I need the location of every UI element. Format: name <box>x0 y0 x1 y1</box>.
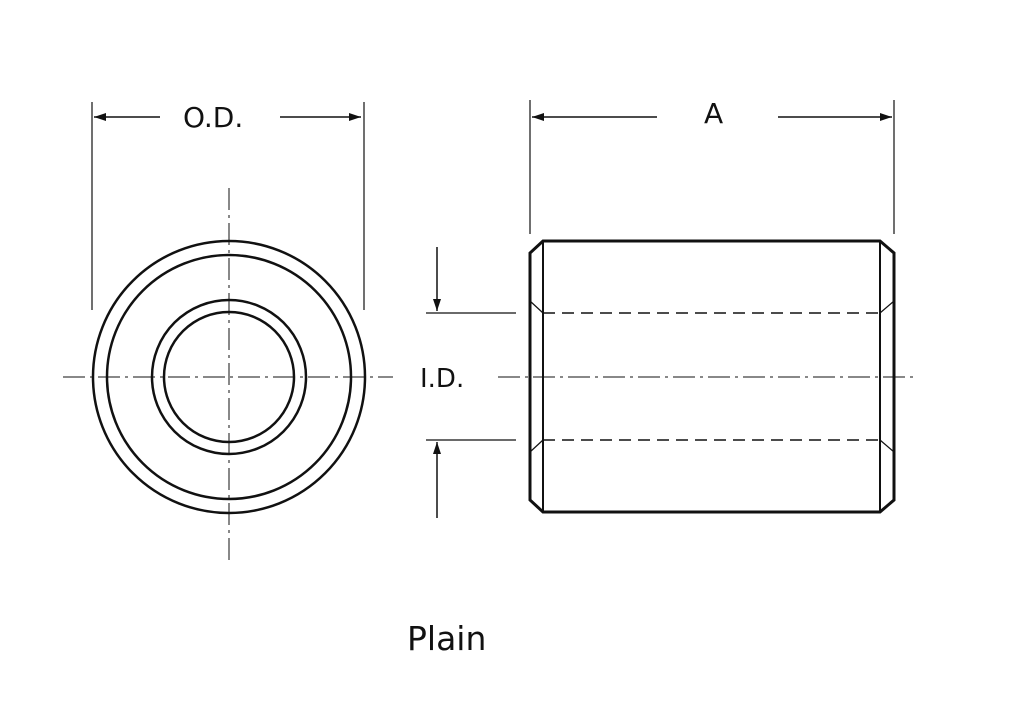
end-view <box>63 188 393 565</box>
hidden-chamfer-br <box>879 439 895 453</box>
side-view <box>498 239 915 514</box>
hidden-chamfer-tr <box>879 300 895 314</box>
a-label: A <box>704 97 724 130</box>
hidden-chamfer-tl <box>529 300 544 314</box>
id-dimension <box>426 247 516 518</box>
od-label: O.D. <box>183 101 244 134</box>
id-label: I.D. <box>420 364 465 394</box>
od-dimension <box>91 102 365 310</box>
a-dimension <box>529 100 895 234</box>
caption: Plain <box>407 619 487 658</box>
hidden-chamfer-bl <box>529 439 544 453</box>
